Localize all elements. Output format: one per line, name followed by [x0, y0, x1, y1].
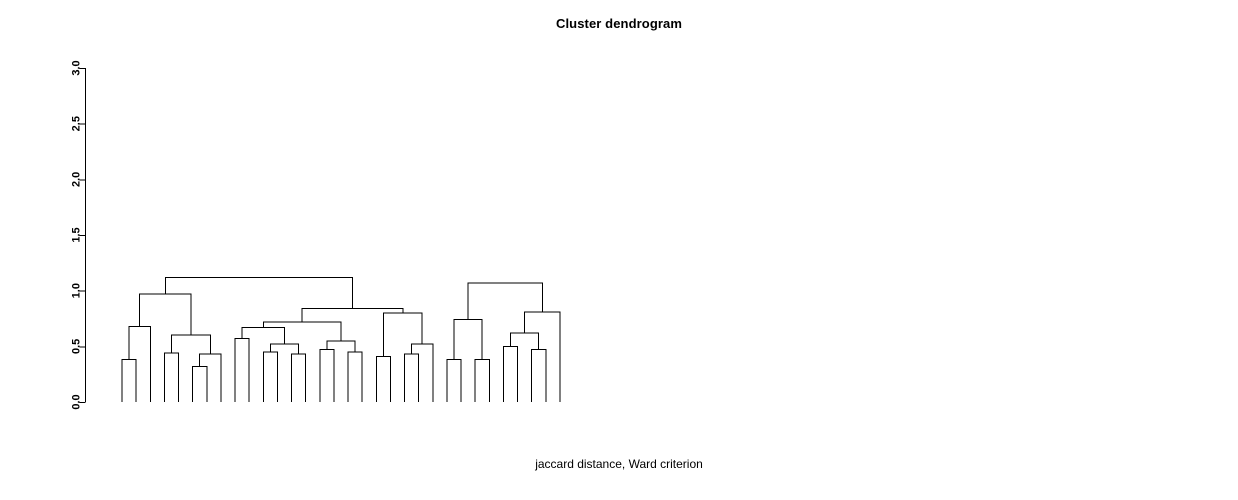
dendrogram-branch	[404, 353, 420, 402]
dendrogram-branch	[164, 276, 353, 309]
dendrogram-branches	[121, 276, 561, 402]
y-tick-label: 2.0	[71, 172, 83, 187]
dendrogram-branch	[269, 343, 300, 355]
y-tick-label: 0.0	[71, 394, 83, 409]
dendrogram-branch	[128, 325, 151, 402]
dendrogram-branch	[241, 326, 285, 345]
y-tick-label: 1.0	[71, 283, 83, 298]
dendrogram-branch	[326, 340, 356, 352]
dendrogram-branch	[163, 352, 179, 402]
page-title: Cluster dendrogram	[555, 16, 683, 31]
y-tick-label: 1.5	[71, 227, 83, 242]
dendrogram-branch	[467, 282, 543, 320]
dendrogram-branch	[301, 308, 404, 322]
y-tick-label: 3.0	[71, 60, 83, 75]
dendrogram-branch	[474, 359, 490, 402]
dendrogram-branch	[502, 345, 518, 402]
dendrogram-branch	[382, 312, 423, 357]
dendrogram-branch	[139, 293, 192, 336]
dendrogram-branch	[262, 351, 278, 402]
dendrogram-branch	[411, 343, 434, 402]
dendrogram-branch	[199, 353, 222, 402]
dendrogram-branch	[453, 319, 483, 360]
dendrogram-branch	[121, 359, 137, 402]
dendrogram-branch	[347, 351, 363, 402]
dendrogram-branch	[510, 332, 540, 350]
dendrogram-branch	[319, 349, 335, 402]
dendrogram-branch	[262, 321, 342, 341]
y-axis: 0.0 0.5 1.0 1.5 2.0 2.5 3.0	[71, 60, 86, 410]
dendrogram-branch	[192, 365, 208, 402]
dendrogram-branch	[170, 334, 211, 355]
y-tick-label: 0.5	[71, 339, 83, 354]
y-tick-label: 2.5	[71, 116, 83, 131]
dendrogram-branch	[234, 338, 250, 402]
dendrogram-branch	[291, 353, 307, 402]
dendrogram-branch	[531, 349, 547, 402]
dendrogram-branch	[375, 355, 391, 402]
dendrogram-branch	[524, 311, 561, 402]
dendrogram-branch	[446, 359, 462, 402]
x-axis-caption: jaccard distance, Ward criterion	[535, 457, 703, 471]
